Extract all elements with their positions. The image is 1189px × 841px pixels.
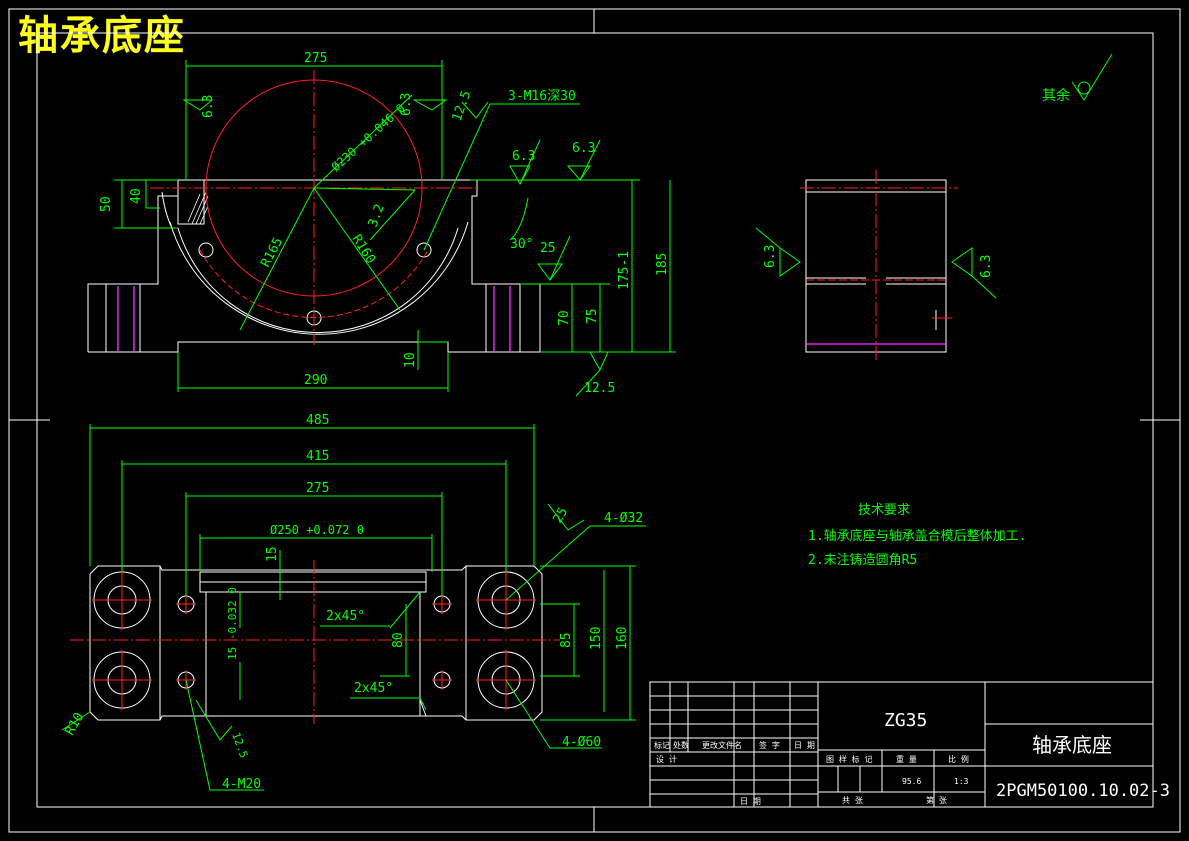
dim-thread-note: 3-M16深30 bbox=[508, 89, 576, 104]
dim-175: 175-1 bbox=[617, 251, 632, 290]
dim-485: 485 bbox=[306, 413, 329, 428]
dim-185: 185 bbox=[655, 253, 670, 276]
dim-bore-250: Ø250 +0.072 0 bbox=[270, 523, 364, 537]
dim-10: 10 bbox=[403, 352, 418, 368]
tb-header-count: 处数 bbox=[673, 740, 689, 750]
dim-85: 85 bbox=[559, 632, 574, 648]
dim-75: 75 bbox=[585, 308, 600, 324]
dim-15: 15 bbox=[265, 546, 280, 562]
part-name: 轴承底座 bbox=[1032, 733, 1112, 757]
rough-12.5: 12.5 bbox=[450, 89, 475, 124]
roughness-rest-label: 其余 bbox=[1042, 87, 1070, 104]
dim-width-275: 275 bbox=[304, 51, 327, 66]
title-block bbox=[649, 681, 1154, 808]
tb-weight: 95.6 bbox=[902, 777, 921, 786]
dim-chamfer-a: 2x45° bbox=[326, 609, 365, 624]
roughness-rest bbox=[1071, 53, 1113, 101]
title-block-text: ZG35 轴承底座 2PGM50100.10.02-3 标记 处数 更改文件名 … bbox=[654, 710, 1170, 806]
side-rough-a: 6.3 bbox=[763, 245, 778, 268]
dim-r160: R160 bbox=[349, 232, 378, 267]
dim-angle-30: 30° bbox=[510, 237, 533, 252]
drawing-frame bbox=[8, 8, 1181, 833]
material-label: ZG35 bbox=[884, 710, 927, 731]
dim-290: 290 bbox=[304, 373, 327, 388]
rough-6.3-c: 6.3 bbox=[512, 149, 535, 164]
drawing-title-heading: 轴承底座 bbox=[18, 13, 186, 59]
dim-70: 70 bbox=[557, 310, 572, 326]
dim-160: 160 bbox=[615, 627, 630, 650]
side-rough-b: 6.3 bbox=[979, 255, 994, 278]
dim-r10: R10 bbox=[62, 710, 87, 738]
rough-3.2: 3.2 bbox=[366, 202, 388, 229]
tb-header-date: 日 期 bbox=[794, 741, 815, 750]
dim-40: 40 bbox=[129, 188, 144, 204]
rough-25-plan: 25 bbox=[550, 505, 571, 526]
tb-pattern-mark: 图 样 标 记 bbox=[826, 754, 872, 764]
tb-date: 日 期 bbox=[740, 797, 761, 806]
dim-15-tol: 15 -0.032 0 bbox=[226, 587, 239, 660]
rough-6.3-a: 6.3 bbox=[201, 95, 216, 118]
plan-view: 485 415 275 Ø250 +0.072 0 15 25 4-Ø32 2x… bbox=[61, 413, 646, 792]
rough-12.5-plan: 12.5 bbox=[229, 731, 250, 760]
tb-scale-label: 比 例 bbox=[948, 754, 969, 764]
dim-bore-230: Ø230 +0.046 0 bbox=[329, 101, 408, 174]
side-view: 6.3 6.3 bbox=[755, 170, 997, 360]
tb-scale: 1:3 bbox=[954, 777, 969, 786]
front-view: 275 6.3 6.3 12.5 3-M16深30 6.3 6.3 Ø230 +… bbox=[87, 51, 676, 397]
dim-80: 80 bbox=[391, 632, 406, 648]
dim-50: 50 bbox=[99, 196, 114, 212]
tb-header-mark: 标记 bbox=[654, 740, 670, 750]
rough-12.5-b: 12.5 bbox=[584, 381, 615, 396]
dim-4-m20: 4-M20 bbox=[222, 777, 261, 792]
dim-4-d60: 4-Ø60 bbox=[562, 735, 601, 750]
tech-note-2: 2.未注铸造圆角R5 bbox=[808, 552, 917, 568]
dim-4-d32: 4-Ø32 bbox=[604, 511, 643, 526]
rough-6.3-b: 6.3 bbox=[399, 93, 414, 116]
dim-r165: R165 bbox=[258, 235, 286, 270]
dim-chamfer-b: 2x45° bbox=[354, 681, 393, 696]
rough-6.3-d: 6.3 bbox=[572, 141, 595, 156]
dim-150: 150 bbox=[589, 627, 604, 650]
tb-weight-label: 重 量 bbox=[896, 754, 917, 764]
rough-25: 25 bbox=[540, 241, 556, 256]
tech-note-1: 1.轴承底座与轴承盖合模后整体加工. bbox=[808, 528, 1026, 544]
tb-sheet-no: 第 张 bbox=[926, 795, 947, 805]
tb-sheets-total: 共 张 bbox=[842, 796, 863, 805]
drawing-number: 2PGM50100.10.02-3 bbox=[996, 781, 1170, 801]
tb-header-sign: 签 字 bbox=[759, 740, 780, 750]
dim-275-plan: 275 bbox=[306, 481, 329, 496]
dim-415: 415 bbox=[306, 449, 329, 464]
technical-notes: 技术要求 1.轴承底座与轴承盖合模后整体加工. 2.未注铸造圆角R5 bbox=[808, 503, 1026, 568]
tech-notes-heading: 技术要求 bbox=[858, 503, 910, 518]
tb-design: 设 计 bbox=[656, 754, 677, 764]
tb-header-file: 更改文件名 bbox=[702, 740, 742, 750]
